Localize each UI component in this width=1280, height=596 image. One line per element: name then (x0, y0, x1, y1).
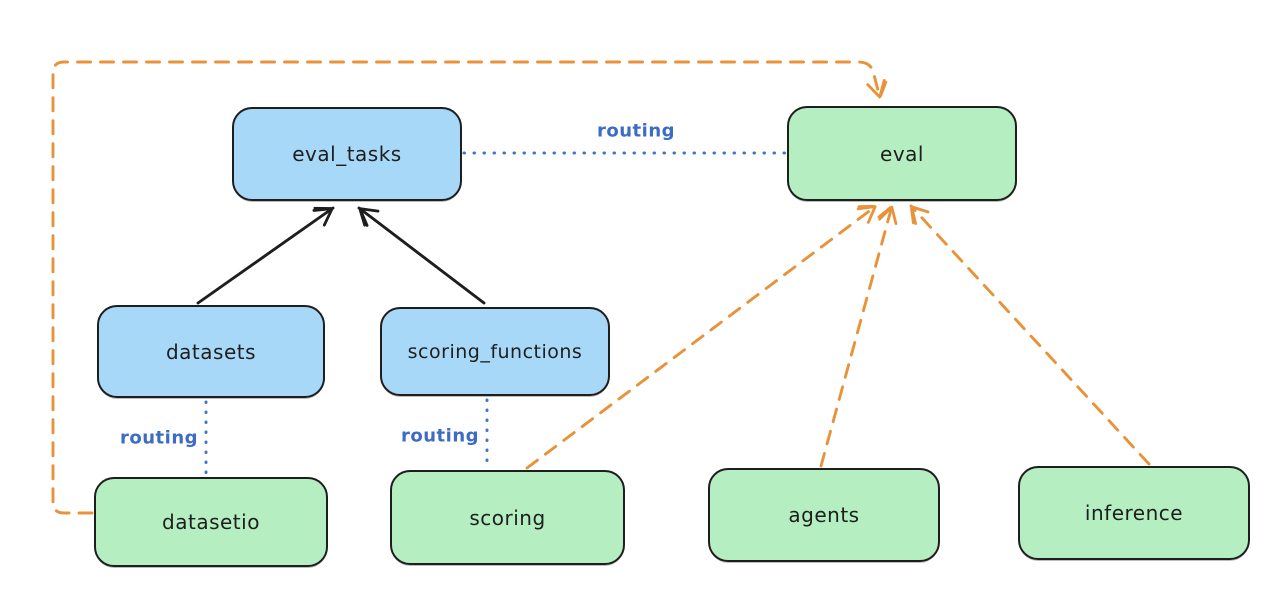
node-eval-tasks: eval_tasks (232, 107, 462, 201)
node-eval-label: eval (880, 141, 924, 166)
node-datasetio-label: datasetio (162, 510, 260, 534)
edge-scoring-to-eval (525, 204, 878, 470)
node-scoring-label: scoring (469, 505, 546, 530)
edge-label-routing-eval-tasks-eval: routing (596, 120, 676, 142)
edge-datasets-to-eval-tasks (196, 206, 335, 305)
node-datasetio: datasetio (94, 477, 328, 567)
edge-datasetio-to-eval (51, 60, 888, 515)
node-scoring-functions-label: scoring_functions (407, 340, 583, 363)
node-scoring: scoring (390, 470, 625, 565)
edge-label-routing-scoring-functions-scoring: routing (400, 425, 480, 447)
node-agents: agents (708, 468, 940, 562)
edge-label-routing-datasets-datasetio: routing (119, 427, 199, 449)
edge-agents-to-eval (819, 204, 898, 468)
node-agents-label: agents (788, 503, 860, 527)
node-scoring-functions: scoring_functions (380, 307, 610, 396)
node-eval: eval (787, 106, 1017, 201)
node-datasets: datasets (97, 305, 325, 398)
edge-scoring-functions-to-eval-tasks (357, 206, 486, 305)
node-datasets-label: datasets (165, 339, 257, 364)
node-eval-tasks-label: eval_tasks (292, 142, 402, 166)
edge-inference-to-eval (909, 204, 1151, 466)
node-inference-label: inference (1084, 501, 1184, 525)
node-inference: inference (1018, 466, 1250, 560)
